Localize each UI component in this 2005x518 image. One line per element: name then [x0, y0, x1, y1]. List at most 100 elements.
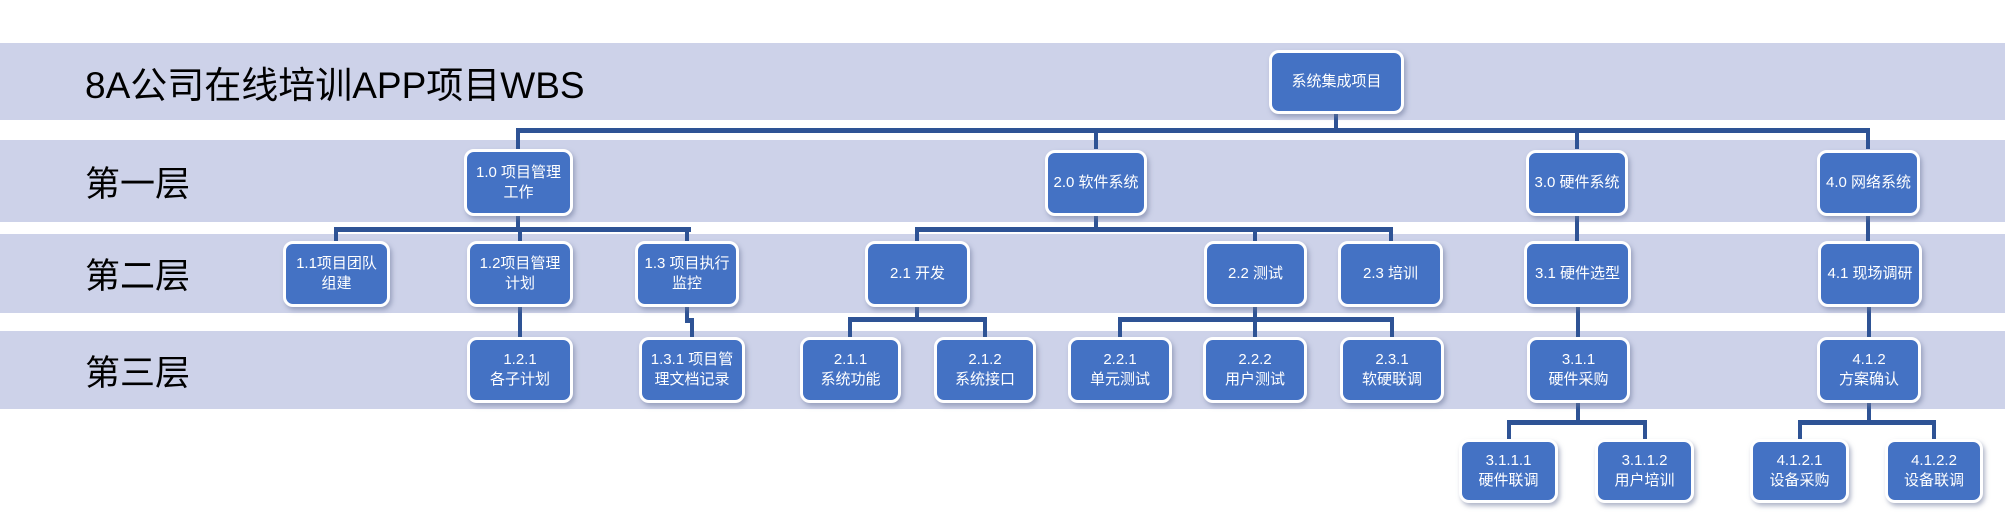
node-line: 工作: [503, 183, 534, 201]
wbs-node-2-0[interactable]: 2.0 软件系统: [1045, 150, 1147, 216]
node-line: 单元测试: [1089, 371, 1150, 388]
wbs-node-1-2-1[interactable]: 1.2.1 各子计划: [467, 337, 573, 403]
connector-drop-2-3-1: [1390, 320, 1394, 337]
node-line: 方案确认: [1838, 371, 1899, 388]
node-line: 2.3.1: [1375, 351, 1409, 369]
node-line: 4.1 现场调研: [1827, 265, 1913, 283]
connector-drop-1-2: [518, 230, 522, 241]
connector-drop-2-3: [1389, 230, 1393, 241]
wbs-node-1-2[interactable]: 1.2项目管理计划: [467, 241, 573, 307]
wbs-node-2-1-2[interactable]: 2.1.2 系统接口: [934, 337, 1036, 403]
connector-2-0-bar: [915, 227, 1393, 232]
connector-1-2-to-1-2-1: [518, 305, 522, 337]
connector-2-2-bar: [1118, 317, 1394, 322]
node-line: 硬件采购: [1548, 371, 1609, 388]
connector-2-0-riser: [1094, 214, 1098, 229]
node-line: 组建: [321, 275, 352, 292]
connector-drop-1-0: [516, 131, 520, 149]
node-line: 2.2.1: [1103, 351, 1137, 369]
node-line: 系统功能: [820, 371, 881, 388]
node-line: 2.1.2: [968, 351, 1002, 369]
connector-3-1-to-3-1-1: [1576, 305, 1580, 337]
node-line: 1.2.1: [503, 351, 537, 369]
connector-2-1-riser: [915, 305, 919, 319]
node-line: 3.1.1.1: [1485, 452, 1532, 470]
wbs-node-2-1-1[interactable]: 2.1.1 系统功能: [800, 337, 901, 403]
connector-drop-2-1: [915, 230, 919, 241]
node-line: 4.1.2: [1852, 351, 1886, 369]
wbs-node-4-0[interactable]: 4.0 网络系统: [1817, 150, 1920, 216]
node-line: 理文档记录: [654, 371, 730, 388]
connector-drop-2-1-1: [848, 320, 852, 337]
node-line: 4.1.2.1: [1776, 452, 1823, 470]
row-label-layer2: 第二层: [85, 257, 191, 296]
wbs-node-2-2-1[interactable]: 2.2.1 单元测试: [1068, 337, 1172, 403]
connector-3-1-1-riser: [1576, 401, 1580, 422]
connector-drop-3-1-1-1: [1507, 423, 1511, 439]
node-line: 硬件联调: [1478, 472, 1539, 489]
connector-4-1-2-riser: [1867, 401, 1871, 422]
node-line: 2.1.1: [833, 351, 868, 369]
connector-4-1-2-bar: [1798, 420, 1936, 425]
wbs-node-root[interactable]: 系统集成项目: [1269, 50, 1404, 114]
node-line: 1.0 项目管理: [475, 163, 562, 181]
wbs-node-4-1[interactable]: 4.1 现场调研: [1818, 241, 1922, 307]
connector-4-1-to-4-1-2: [1867, 305, 1871, 337]
wbs-node-3-1-1-1[interactable]: 3.1.1.1 硬件联调: [1459, 439, 1558, 503]
node-line: 1.3.1 项目管: [650, 351, 734, 369]
node-line: 设备采购: [1769, 472, 1830, 489]
node-line: 用户培训: [1614, 472, 1675, 489]
row-label-layer1: 第一层: [85, 164, 191, 204]
node-line: 系统集成项目: [1291, 73, 1382, 91]
connector-root-riser: [1334, 114, 1338, 130]
connector-drop-3-0: [1575, 131, 1579, 149]
connector-drop-1-1: [334, 230, 338, 241]
connector-3-1-1-bar: [1507, 420, 1647, 425]
node-line: 2.1 开发: [889, 265, 946, 283]
connector-1-3-jog-bar: [685, 318, 694, 323]
node-line: 各子计划: [489, 371, 550, 388]
wbs-node-3-0[interactable]: 3.0 硬件系统: [1526, 150, 1628, 216]
wbs-node-2-3[interactable]: 2.3 培训: [1338, 241, 1443, 307]
wbs-node-4-1-2[interactable]: 4.1.2 方案确认: [1817, 337, 1921, 403]
connector-1-0-bar: [334, 227, 691, 232]
connector-drop-4-1-2-1: [1798, 423, 1802, 439]
wbs-node-1-3[interactable]: 1.3 项目执行监控: [635, 241, 739, 307]
connector-1-0-riser: [516, 214, 520, 229]
connector-drop-2-2-2: [1253, 320, 1257, 337]
wbs-node-2-1[interactable]: 2.1 开发: [865, 241, 970, 307]
wbs-node-3-1-1[interactable]: 3.1.1 硬件采购: [1527, 337, 1630, 403]
node-line: 计划: [504, 275, 535, 292]
connector-drop-2-2-1: [1118, 320, 1122, 337]
wbs-node-1-3-1[interactable]: 1.3.1 项目管理文档记录: [639, 337, 745, 403]
connector-3-0-to-3-1: [1575, 214, 1579, 241]
connector-drop-4-0: [1866, 131, 1870, 149]
wbs-node-3-1[interactable]: 3.1 硬件选型: [1524, 241, 1631, 307]
connector-drop-2-1-2: [983, 320, 987, 337]
wbs-node-4-1-2-1[interactable]: 4.1.2.1 设备采购: [1750, 439, 1849, 503]
diagram-title: 8A公司在线培训APP项目WBS: [85, 64, 585, 106]
connector-drop-3-1-1-2: [1643, 423, 1647, 439]
node-line: 3.1.1: [1561, 351, 1596, 369]
node-line: 2.3 培训: [1362, 265, 1419, 283]
node-line: 1.1项目团队: [296, 255, 377, 273]
row-label-layer3: 第三层: [85, 353, 191, 393]
wbs-node-1-1[interactable]: 1.1项目团队组建: [283, 241, 390, 307]
connector-1-3-jog-lower: [690, 318, 694, 337]
node-line: 系统接口: [954, 371, 1015, 388]
layer1-band: [0, 140, 2005, 222]
wbs-node-2-2[interactable]: 2.2 测试: [1204, 241, 1307, 307]
node-line: 1.2项目管理: [479, 255, 561, 273]
node-line: 2.2.2: [1238, 351, 1272, 369]
connector-drop-2-0: [1094, 131, 1098, 149]
connector-drop-2-2: [1253, 230, 1257, 241]
connector-root-bar: [516, 128, 1870, 133]
node-line: 4.0 网络系统: [1825, 174, 1912, 192]
wbs-node-1-0[interactable]: 1.0 项目管理工作: [464, 149, 573, 216]
node-line: 4.1.2.2: [1911, 452, 1957, 470]
